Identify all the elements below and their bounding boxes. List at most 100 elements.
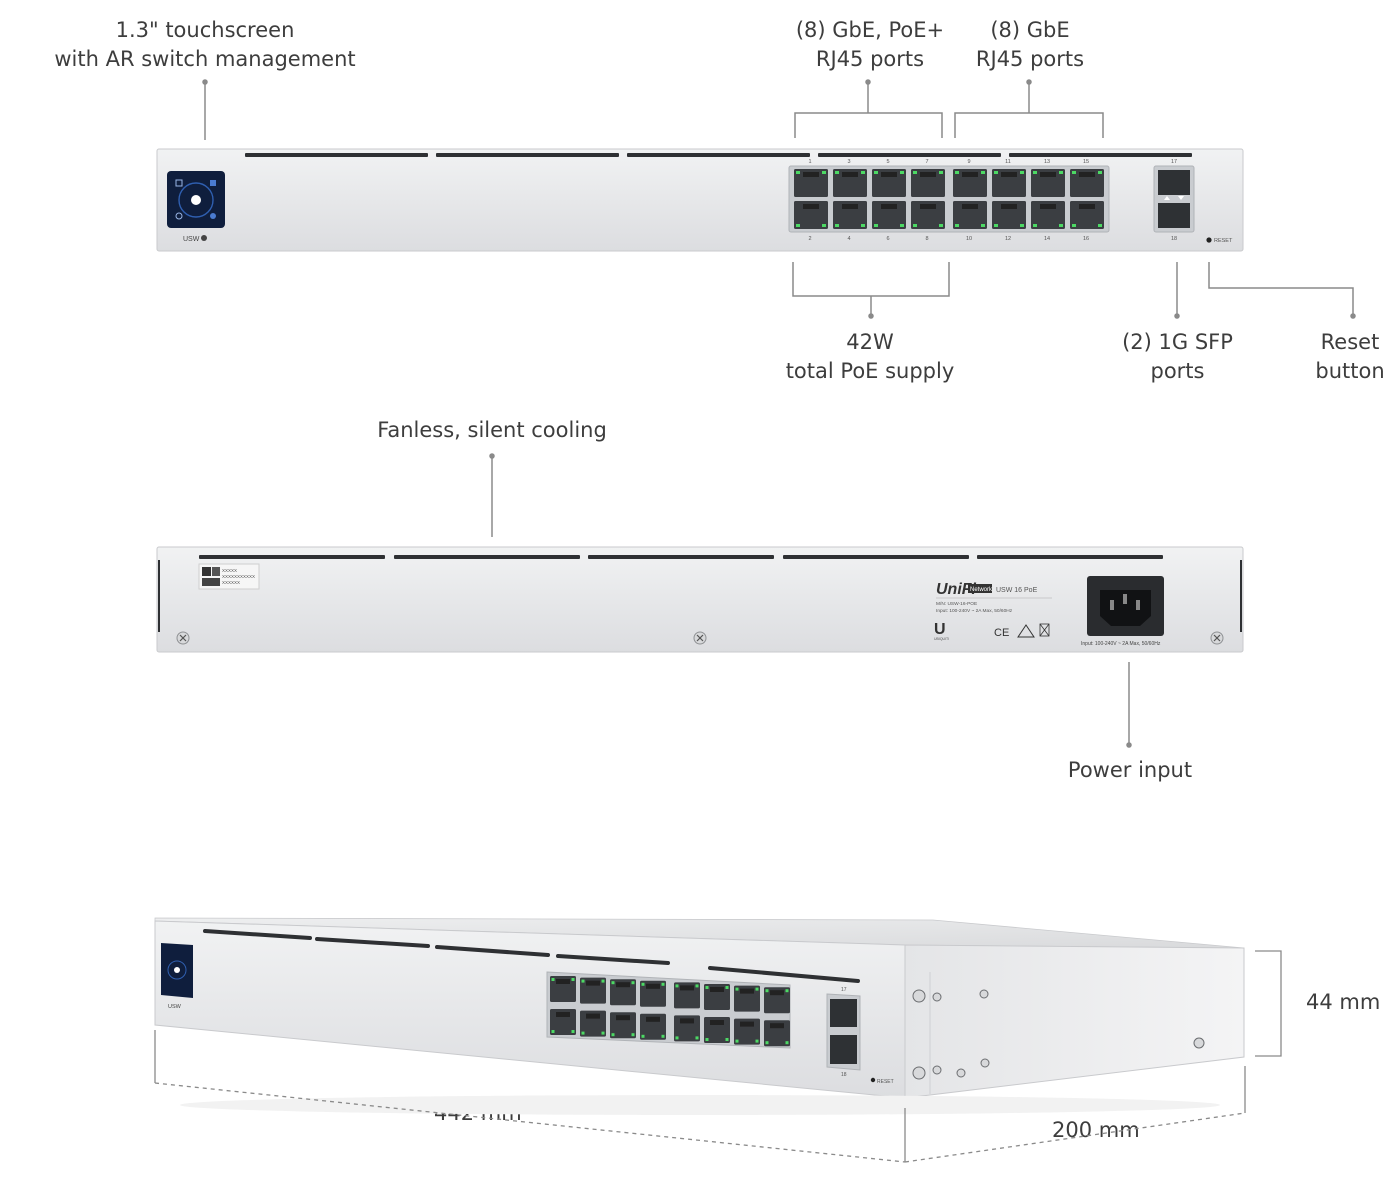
rj45-port [794, 169, 828, 197]
svg-text:UniFi: UniFi [936, 581, 977, 598]
rj45-port [580, 977, 606, 1004]
rj45-port [704, 984, 730, 1010]
svg-text:1: 1 [808, 159, 811, 165]
rj45-port [1070, 201, 1104, 229]
side-screws [912, 989, 1205, 1080]
rj45-port [1070, 169, 1104, 197]
dimension-lines [154, 950, 1282, 1163]
svg-text:XXXXXX: XXXXXX [222, 580, 240, 585]
callout-cooling: Fanless, silent cooling [377, 418, 607, 442]
rj45-port [1031, 169, 1065, 197]
svg-text:9: 9 [967, 159, 970, 165]
perspective-touchscreen: USW [161, 943, 193, 1010]
svg-text:Network: Network [970, 587, 993, 593]
rj45-port [674, 1015, 700, 1042]
dimension-height: 44 mm [1300, 990, 1387, 1014]
rj45-port [872, 169, 906, 197]
callout-poe-ports: (8) GbE, PoE+ RJ45 ports [795, 18, 945, 71]
perspective-reset-label: RESET [877, 1079, 894, 1085]
svg-text:XXXXXXXXXXX: XXXXXXXXXXX [222, 574, 255, 579]
rj45-port [764, 987, 790, 1014]
svg-text:U: U [934, 621, 946, 638]
rj45-port [794, 201, 828, 229]
rj45-port [704, 1017, 730, 1043]
rj45-port [953, 201, 987, 229]
rj45-port [734, 1018, 760, 1045]
perspective-sfp-ports: 17 18 [826, 987, 861, 1078]
rj45-port [550, 1009, 576, 1035]
front-port-labels: 1 3 5 7 9 11 13 15 2 4 6 8 10 12 14 16 [808, 159, 1089, 242]
power-inlet: Input: 100-240V ~ 2A Max, 50/60Hz [1081, 576, 1164, 647]
rear-leader-lines [489, 453, 1132, 748]
svg-text:XXXXX: XXXXX [222, 568, 237, 573]
svg-text:18: 18 [841, 1072, 847, 1078]
front-rj45-block [788, 165, 1110, 233]
chassis-front [154, 920, 906, 1099]
perspective-rj45-block [546, 971, 791, 1049]
model-badge: USW [183, 236, 200, 243]
chassis-side [904, 944, 1245, 1099]
callout-touchscreen: 1.3" touchscreen with AR switch manageme… [54, 18, 356, 71]
perspective-reset-button [870, 1077, 876, 1083]
svg-text:17: 17 [1171, 159, 1177, 165]
svg-text:12: 12 [1005, 236, 1011, 242]
callout-reset-button: Reset button [1315, 330, 1385, 383]
svg-text:15: 15 [1083, 159, 1089, 165]
product-label: UniFi Network USW 16 PoE M/N: USW-16-POE… [934, 581, 1052, 641]
svg-text:18: 18 [1171, 236, 1177, 242]
model-badge-icon [201, 235, 207, 241]
rj45-port [911, 169, 945, 197]
perspective-view: USW 17 18 RESET [154, 917, 1245, 1115]
rj45-port [833, 201, 867, 229]
svg-text:8: 8 [925, 236, 928, 242]
svg-text:Input: 100-240V ~ 2A Max, 50/6: Input: 100-240V ~ 2A Max, 50/60Hz [1081, 641, 1161, 647]
reset-label: RESET [1214, 238, 1233, 244]
callout-poe-supply: 42W total PoE supply [785, 330, 955, 383]
svg-text:13: 13 [1044, 159, 1050, 165]
rj45-port [640, 980, 666, 1007]
svg-text:5: 5 [886, 159, 889, 165]
svg-text:M/N: USW-16-POE: M/N: USW-16-POE [936, 601, 977, 607]
rj45-port [640, 1013, 666, 1040]
rj45-port [833, 169, 867, 197]
rj45-port [550, 976, 576, 1002]
svg-text:3: 3 [847, 159, 850, 165]
front-vents [245, 153, 1192, 157]
svg-text:USW 16 PoE: USW 16 PoE [996, 587, 1038, 594]
svg-text:2: 2 [808, 236, 811, 242]
svg-text:14: 14 [1044, 236, 1050, 242]
serial-sticker: XXXXX XXXXXXXXXXX XXXXXX [198, 563, 260, 590]
rj45-port [734, 985, 760, 1012]
rj45-port [580, 1010, 606, 1037]
perspective-vents [203, 929, 860, 983]
svg-text:10: 10 [966, 236, 972, 242]
callout-sfp-ports: (2) 1G SFP ports [1122, 330, 1233, 383]
front-sfp-ports: 17 18 [1153, 159, 1195, 242]
svg-text:6: 6 [886, 236, 889, 242]
svg-text:17: 17 [841, 987, 847, 993]
rj45-port [674, 982, 700, 1009]
svg-text:USW: USW [168, 1004, 182, 1010]
reset-button [1206, 237, 1212, 243]
svg-text:4: 4 [847, 236, 850, 242]
svg-text:CE: CE [994, 627, 1009, 639]
front-view: USW 1 3 5 7 9 11 13 15 2 4 6 8 10 [156, 148, 1244, 252]
svg-text:Input: 100-240V ~ 2A Max, 50/6: Input: 100-240V ~ 2A Max, 50/60Hz [936, 608, 1013, 614]
rj45-port [1031, 201, 1065, 229]
rj45-port [992, 169, 1026, 197]
rear-chassis [156, 546, 1244, 653]
rj45-port [872, 201, 906, 229]
front-leader-lines [202, 79, 1356, 319]
svg-text:UBIQUITI: UBIQUITI [934, 637, 949, 641]
rj45-port [992, 201, 1026, 229]
touchscreen [167, 171, 225, 228]
callout-power-input: Power input [1067, 758, 1193, 782]
svg-text:16: 16 [1083, 236, 1089, 242]
rj45-port [610, 1012, 636, 1039]
rj45-port [610, 979, 636, 1006]
rj45-port [953, 169, 987, 197]
rj45-port [764, 1020, 790, 1047]
rear-vents [199, 555, 1163, 559]
